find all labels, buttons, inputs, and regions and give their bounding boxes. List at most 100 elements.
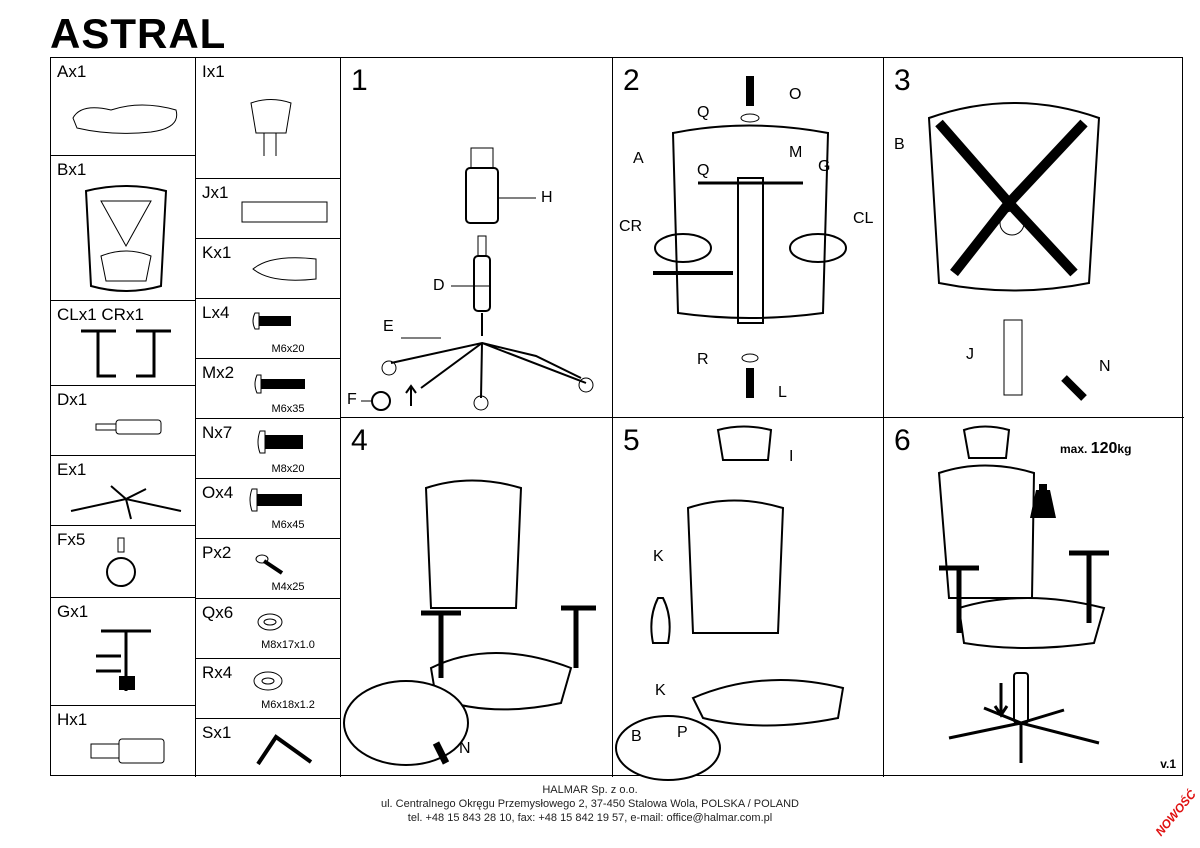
part-p: Px2 M4x25: [196, 539, 341, 599]
bolt-icon: [257, 430, 303, 454]
part-label: CLx1 CRx1: [57, 305, 144, 324]
callout-label: O: [789, 86, 802, 103]
mechanism-assembly-illustration: [653, 76, 847, 398]
step-4: 4 N: [341, 418, 613, 777]
footer-address: ul. Centralnego Okręgu Przemysłowego 2, …: [380, 798, 799, 810]
complete-chair-illustration: [937, 425, 1109, 763]
product-title: ASTRAL: [50, 10, 227, 57]
footer-company: HALMAR Sp. z o.o.: [542, 784, 638, 796]
max-load-text: max.: [1060, 442, 1088, 456]
backrest-icon: [84, 185, 168, 292]
part-b: Bx1: [51, 156, 196, 301]
part-spec: M8x20: [271, 463, 305, 475]
washer-icon: [257, 613, 283, 631]
part-label: Px2: [202, 543, 232, 562]
part-label: Gx1: [57, 602, 89, 621]
callout-label: Q: [697, 104, 710, 121]
bolt-icon: [254, 374, 305, 394]
cylinder-icon: [90, 738, 165, 764]
step-5: 5 I K K B P: [613, 418, 884, 781]
part-spec: M8x17x1.0: [261, 639, 315, 651]
callout-label: B: [631, 728, 642, 745]
headrest-assembly-illustration: [615, 425, 845, 781]
callout-label: L: [778, 384, 787, 401]
part-m: Mx2 M6x35: [196, 359, 341, 419]
callout-label: G: [818, 158, 831, 175]
part-spec: M6x20: [271, 343, 305, 355]
max-load-unit: kg: [1117, 442, 1132, 456]
allen-key-icon: [256, 734, 313, 766]
part-a: Ax1: [51, 58, 196, 156]
part-e: Ex1: [51, 456, 196, 526]
step-2: 2 O Q A M Q G CR CL R L: [613, 58, 884, 418]
part-label: Rx4: [202, 663, 233, 682]
callout-label: K: [655, 682, 666, 699]
part-f: Fx5: [51, 526, 196, 598]
step-number: 4: [351, 424, 368, 457]
plate-icon: [241, 201, 328, 223]
part-spec: M6x45: [271, 519, 305, 531]
caster-icon: [106, 537, 136, 587]
step-6: 6 v.1: [884, 418, 1184, 777]
step-3: 3 B J N: [884, 58, 1184, 418]
step-number: 3: [894, 64, 911, 97]
part-n: Nx7 M8x20: [196, 419, 341, 479]
callout-label: A: [633, 150, 644, 167]
part-label: Kx1: [202, 243, 232, 262]
bolt-icon: [249, 488, 302, 512]
callout-label: I: [789, 448, 794, 465]
part-label: Sx1: [202, 723, 232, 742]
gas-lift-icon: [95, 419, 162, 435]
mechanism-icon: [96, 629, 151, 691]
step-number: 6: [894, 424, 911, 457]
headrest-icon: [250, 99, 292, 156]
part-o: Ox4 M6x45: [196, 479, 341, 539]
footer: HALMAR Sp. z o.o. ul. Centralnego Okręgu…: [350, 783, 830, 825]
callout-label: B: [894, 136, 905, 153]
washer-icon: [253, 671, 283, 691]
version-label: v.1: [1160, 757, 1176, 771]
part-r: Rx4 M6x18x1.2: [196, 659, 341, 719]
callout-label: F: [347, 391, 357, 408]
part-label: Fx5: [57, 530, 86, 549]
base-icon: [70, 485, 182, 520]
part-j: Jx1: [196, 179, 341, 239]
part-label: Bx1: [57, 160, 87, 179]
part-spec: M6x18x1.2: [261, 699, 315, 711]
part-k: Kx1: [196, 239, 341, 299]
bolt-icon: [252, 312, 291, 330]
callout-label: E: [383, 318, 394, 335]
screw-icon: [255, 554, 284, 575]
part-label: Mx2: [202, 363, 235, 382]
armrests-icon: [81, 329, 171, 378]
instruction-grid: Ax1 Bx1 CLx1 CRx1 Dx1 Ex1 Fx5 Gx1 Hx1 Ix…: [50, 57, 1184, 781]
part-l: Lx4 M6x20: [196, 299, 341, 359]
callout-label: CR: [619, 218, 643, 235]
max-load: max. 120kg: [1060, 440, 1131, 458]
part-label: Lx4: [202, 303, 230, 322]
part-d: Dx1: [51, 386, 196, 456]
callout-label: N: [459, 740, 471, 757]
part-label: Jx1: [202, 183, 229, 202]
part-g: Gx1: [51, 598, 196, 706]
base-assembly-illustration: [361, 147, 594, 411]
backrest-assembly-illustration: [927, 102, 1101, 401]
callout-label: P: [677, 724, 688, 741]
callout-label: Q: [697, 162, 710, 179]
step-1: 1 H D E F: [341, 58, 613, 418]
part-label: Ix1: [202, 62, 225, 81]
seat-backrest-assembly-illustration: [343, 479, 596, 766]
part-h: Hx1: [51, 706, 196, 777]
callout-label: CL: [853, 210, 874, 227]
part-label: Qx6: [202, 603, 234, 622]
part-label: Nx7: [202, 423, 233, 442]
part-cl-cr: CLx1 CRx1: [51, 301, 196, 386]
part-spec: M6x35: [271, 403, 305, 415]
callout-label: N: [1099, 358, 1111, 375]
footer-contact: tel. +48 15 843 28 10, fax: +48 15 842 1…: [407, 812, 773, 824]
part-label: Ax1: [57, 62, 87, 81]
step-number: 2: [623, 64, 640, 97]
callout-label: J: [966, 346, 974, 363]
part-label: Ex1: [57, 460, 87, 479]
part-spec: M4x25: [271, 581, 305, 593]
